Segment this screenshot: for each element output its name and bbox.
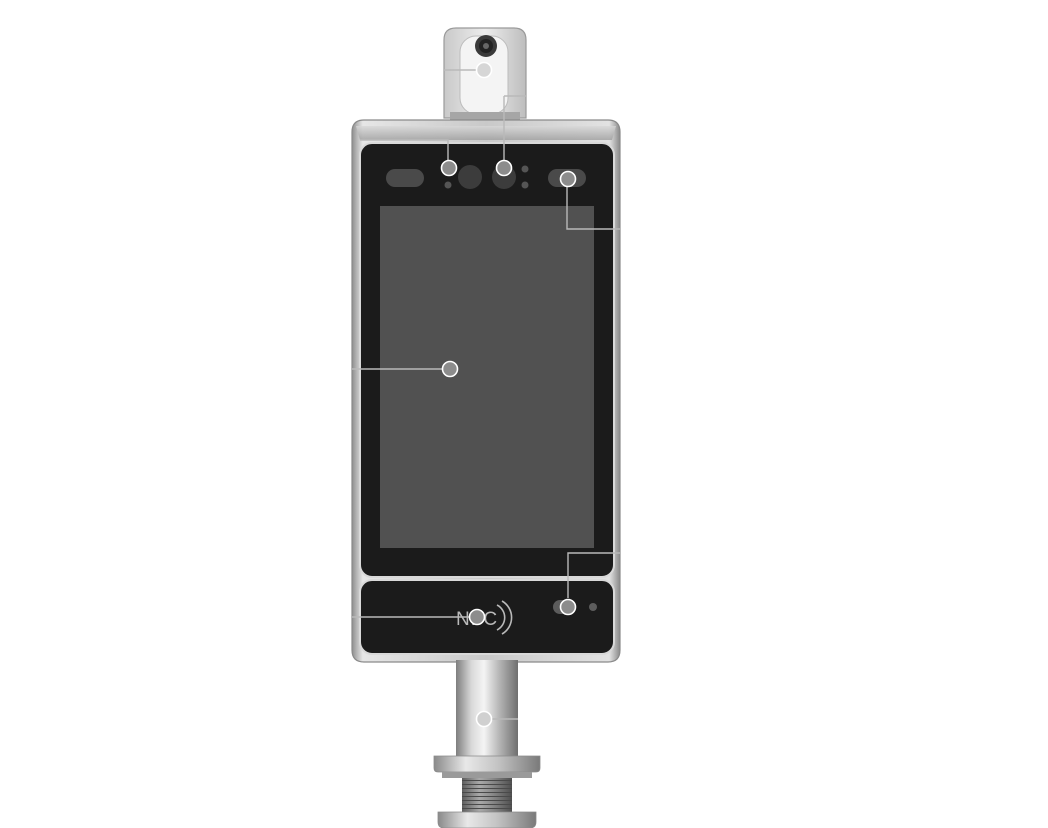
- thermal-camera-icon: [475, 35, 497, 57]
- callout-marker-status-indicator: [559, 598, 577, 616]
- led-indicator-icon: [521, 181, 529, 189]
- callout-marker-touch-screen: [441, 360, 459, 378]
- callout-marker-thermal-sensor: [475, 61, 493, 79]
- callout-marker-nfc-reader: [468, 608, 486, 626]
- led-indicator-icon: [589, 603, 597, 611]
- light-sensor-window: [386, 169, 424, 187]
- led-indicator-icon: [521, 165, 529, 173]
- led-indicator-icon: [444, 181, 452, 189]
- mounting-pole: [433, 660, 541, 828]
- callout-line-light-sensor: [503, 95, 526, 161]
- callout-markers: [440, 61, 577, 728]
- callout-marker-ir-camera: [559, 170, 577, 188]
- callout-marker-light-sensor: [495, 159, 513, 177]
- callout-line-status-indicator: [567, 552, 620, 598]
- touch-screen: [380, 206, 594, 548]
- callout-line-front-camera-left: [360, 139, 449, 161]
- camera-lens-icon: [458, 165, 482, 189]
- terminal-body: NFC: [351, 119, 621, 663]
- callout-line-ir-camera: [566, 186, 620, 230]
- nfc-wave-icon: [496, 600, 513, 635]
- callout-marker-mounting-pole: [475, 710, 493, 728]
- callout-marker-front-camera-left: [440, 159, 458, 177]
